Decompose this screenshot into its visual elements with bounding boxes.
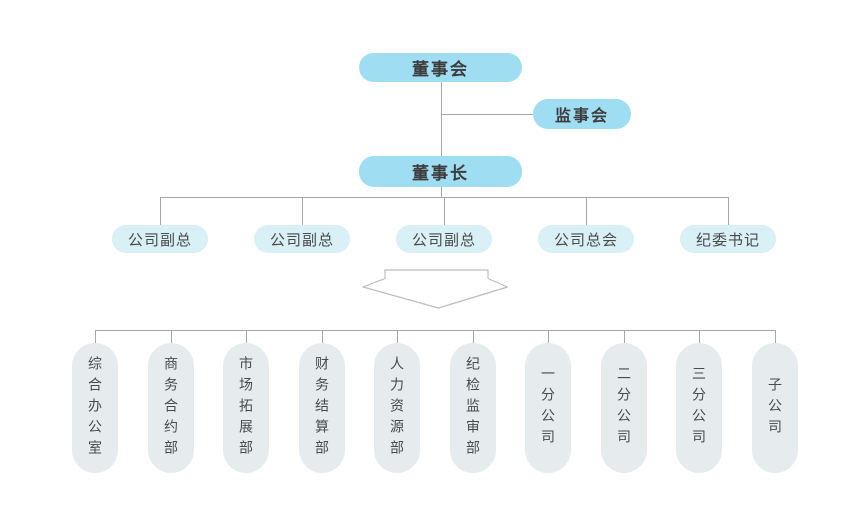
executive-node-box: 公司副总 — [112, 225, 208, 253]
connector-department-bus — [95, 330, 775, 331]
node-board-label: 董事会 — [412, 60, 469, 79]
connector-drop — [396, 330, 398, 343]
department-label: 财务结算部 — [314, 355, 330, 461]
executive-node-box: 公司副总 — [254, 225, 350, 253]
department-label: 商务合约部 — [163, 355, 179, 461]
department-node: 三分公司 — [676, 330, 722, 473]
department-label: 二分公司 — [616, 366, 632, 450]
down-arrow-icon — [362, 269, 509, 309]
connector-drop — [585, 197, 587, 225]
department-label: 人力资源部 — [389, 355, 405, 461]
executive-node-label: 公司副总 — [127, 231, 192, 249]
department-capsule: 综合办公室 — [72, 343, 118, 473]
executive-node: 公司副总 — [254, 197, 350, 253]
connector-board-chairman — [441, 82, 442, 156]
department-node: 子公司 — [752, 330, 798, 473]
department-label: 纪检监审部 — [465, 355, 481, 461]
executive-node-label: 公司副总 — [269, 231, 334, 249]
department-node: 财务结算部 — [299, 330, 345, 473]
department-label: 一分公司 — [540, 366, 556, 450]
connector-chairman-stub — [441, 187, 442, 197]
department-node: 商务合约部 — [148, 330, 194, 473]
executive-node-box: 纪委书记 — [680, 225, 776, 253]
connector-drop — [472, 330, 474, 343]
executive-node: 公司总会 — [538, 197, 634, 253]
executive-node-label: 公司总会 — [553, 231, 618, 249]
department-capsule: 人力资源部 — [374, 343, 420, 473]
connector-drop — [170, 330, 172, 343]
node-chairman-label: 董事长 — [412, 164, 469, 183]
department-node: 二分公司 — [601, 330, 647, 473]
executive-node-box: 公司总会 — [538, 225, 634, 253]
department-capsule: 一分公司 — [525, 343, 571, 473]
connector-drop — [698, 330, 700, 343]
connector-executive-bus — [160, 197, 729, 198]
connector-drop — [321, 330, 323, 343]
connector-drop — [245, 330, 247, 343]
connector-drop — [547, 330, 549, 343]
department-label: 三分公司 — [691, 366, 707, 450]
executive-node-label: 纪委书记 — [695, 231, 760, 249]
department-label: 子公司 — [767, 376, 783, 440]
connector-drop — [301, 197, 303, 225]
department-node: 综合办公室 — [72, 330, 118, 473]
department-node: 一分公司 — [525, 330, 571, 473]
department-capsule: 财务结算部 — [299, 343, 345, 473]
executive-node-label: 公司副总 — [411, 231, 476, 249]
department-node: 纪检监审部 — [450, 330, 496, 473]
department-label: 综合办公室 — [87, 355, 103, 461]
node-board-of-directors: 董事会 — [359, 53, 522, 82]
connector-drop — [94, 330, 96, 343]
connector-supervisory-branch — [441, 114, 533, 115]
department-node: 市场拓展部 — [223, 330, 269, 473]
department-capsule: 子公司 — [752, 343, 798, 473]
executive-node: 公司副总 — [112, 197, 208, 253]
connector-drop — [727, 197, 729, 225]
department-node: 人力资源部 — [374, 330, 420, 473]
department-label: 市场拓展部 — [238, 355, 254, 461]
executive-node: 公司副总 — [396, 197, 492, 253]
node-supervisory-label: 监事会 — [554, 108, 609, 125]
department-capsule: 商务合约部 — [148, 343, 194, 473]
executive-node-box: 公司副总 — [396, 225, 492, 253]
executive-node: 纪委书记 — [680, 197, 776, 253]
department-capsule: 二分公司 — [601, 343, 647, 473]
department-capsule: 纪检监审部 — [450, 343, 496, 473]
connector-drop — [774, 330, 776, 343]
connector-drop — [623, 330, 625, 343]
department-capsule: 市场拓展部 — [223, 343, 269, 473]
department-capsule: 三分公司 — [676, 343, 722, 473]
connector-drop — [443, 197, 445, 225]
node-chairman: 董事长 — [359, 156, 522, 187]
connector-drop — [159, 197, 161, 225]
node-supervisory-board: 监事会 — [533, 99, 631, 129]
